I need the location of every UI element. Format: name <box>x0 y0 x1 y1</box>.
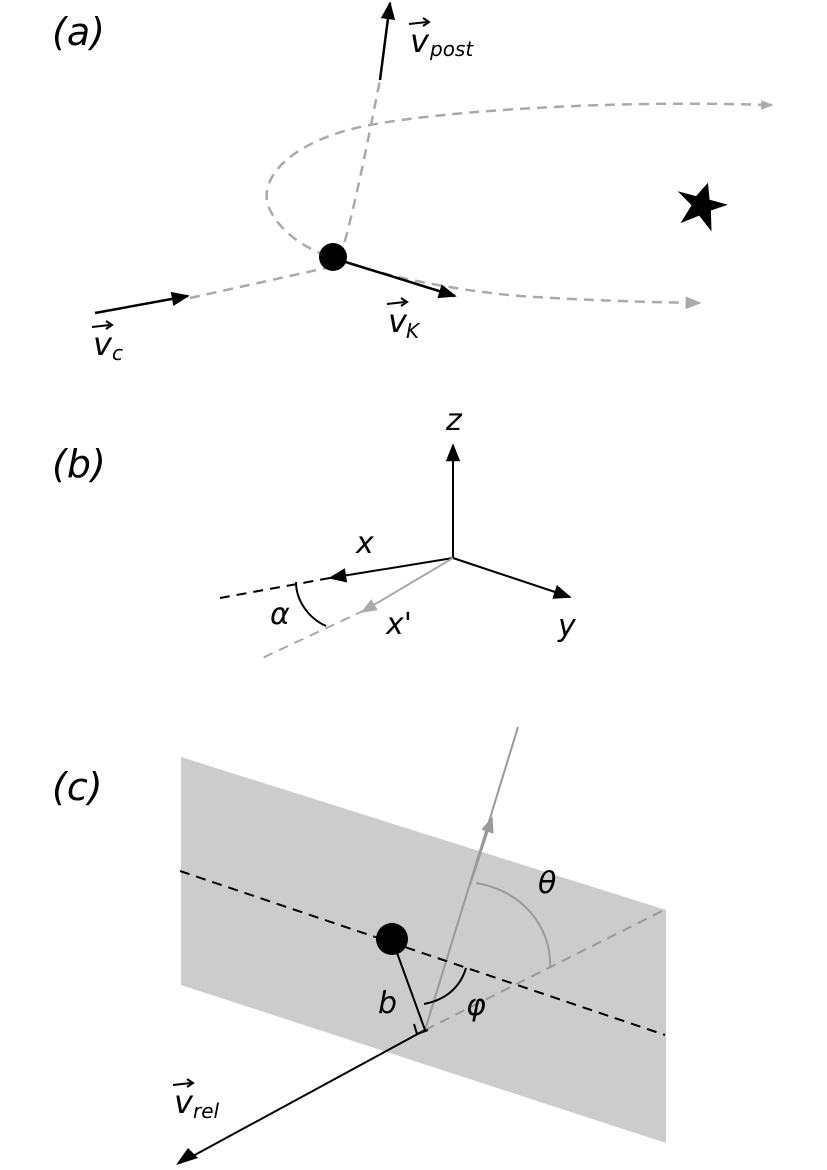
alpha-arc <box>295 581 327 627</box>
alpha-label: α <box>270 597 290 632</box>
svg-text:v: v <box>388 302 408 340</box>
star-icon <box>677 182 728 232</box>
panel-b-label: (b) <box>52 442 106 486</box>
svg-text:v: v <box>174 1083 194 1121</box>
v-c-label: v c <box>91 320 123 365</box>
svg-text:rel: rel <box>193 1099 220 1123</box>
orbit-path <box>265 102 769 310</box>
outgoing-arrow <box>469 816 494 886</box>
v-post-arrow <box>378 1 396 81</box>
b-label: b <box>378 986 397 1021</box>
phi-arc <box>423 967 467 1005</box>
vrel-extension <box>424 909 665 1031</box>
post-kick-path <box>338 79 382 259</box>
theta-label: θ <box>538 866 556 901</box>
v-rel-line <box>179 1029 426 1164</box>
body-dot <box>376 923 408 955</box>
x-prime-axis-label: x' <box>385 607 412 642</box>
body-dot <box>319 243 347 271</box>
incoming-path <box>189 264 336 300</box>
y-axis <box>452 557 572 599</box>
panel-c: (c) θ φ b v rel <box>52 726 666 1165</box>
x-axis-extension <box>219 577 331 599</box>
x-axis <box>328 557 454 583</box>
v-post-label: v post <box>408 17 474 61</box>
x-prime-extension <box>257 609 366 661</box>
v-c-arrow <box>94 291 190 315</box>
svg-text:c: c <box>112 341 123 365</box>
panel-a: (a) v post v K v c <box>52 1 774 365</box>
v-K-label: v K <box>386 297 421 343</box>
v-rel-arrowhead <box>176 1148 198 1165</box>
svg-text:K: K <box>406 319 421 343</box>
v-K-arrow <box>335 257 457 299</box>
z-axis-label: z <box>445 403 463 438</box>
y-axis-label: y <box>557 609 577 644</box>
impact-parameter-line <box>391 938 426 1031</box>
x-axis-label: x <box>355 526 374 561</box>
v-rel-label: v rel <box>172 1078 220 1123</box>
theta-arc <box>475 882 552 969</box>
panel-b: (b) z x y x' α <box>52 403 577 661</box>
body-trajectory-line <box>179 870 666 1036</box>
svg-text:v: v <box>93 325 113 363</box>
phi-label: φ <box>466 988 486 1023</box>
svg-text:post: post <box>429 37 474 61</box>
x-prime-axis <box>360 557 454 613</box>
panel-a-label: (a) <box>52 10 105 54</box>
impact-plane <box>181 757 666 1143</box>
svg-text:v: v <box>410 22 430 60</box>
panel-c-label: (c) <box>52 765 103 809</box>
